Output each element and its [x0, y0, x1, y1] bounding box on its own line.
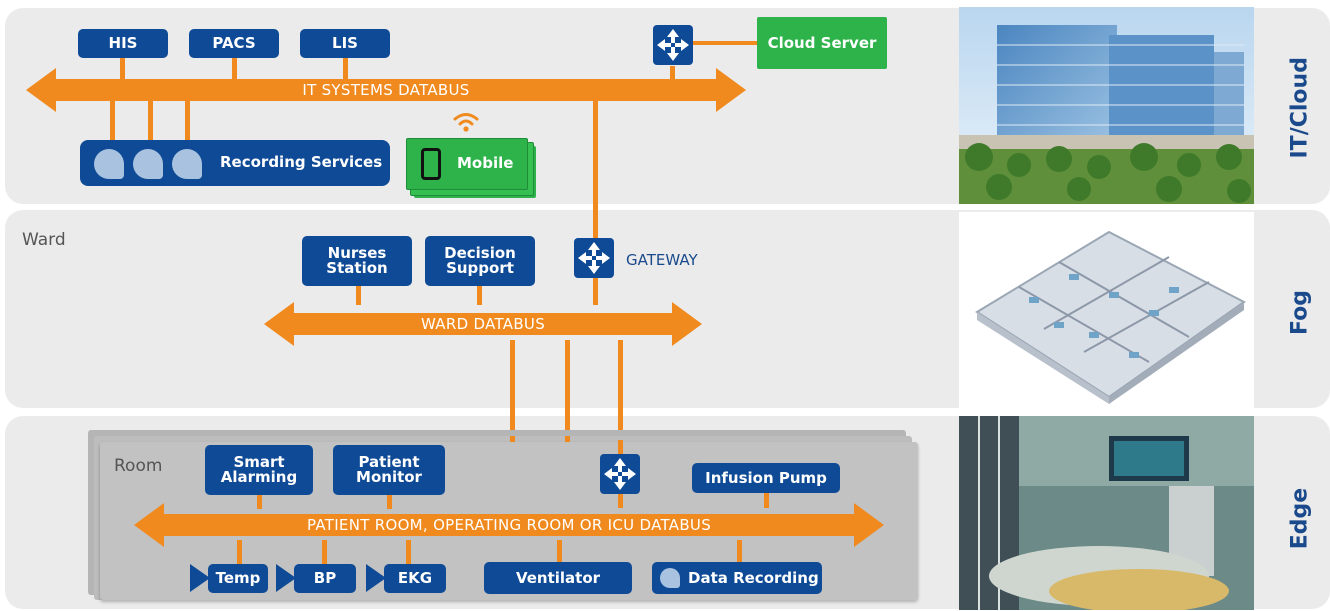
bp-box[interactable]: BP [294, 564, 356, 593]
nurses-station-box[interactable]: Nurses Station [302, 236, 412, 286]
recording-disk-icon-3 [172, 149, 202, 179]
ward-room-connector-1 [510, 340, 515, 438]
cloud-tier-label: IT/Cloud [1287, 57, 1313, 159]
it-systems-databus-label: IT SYSTEMS DATABUS [302, 81, 470, 99]
recording-connector-1 [110, 100, 115, 150]
it-ward-connector [593, 100, 598, 238]
data-recording-disk-icon [660, 568, 680, 588]
ekg-box[interactable]: EKG [384, 564, 446, 593]
temp-connector [237, 540, 242, 564]
fog-tier-label: Fog [1287, 290, 1313, 335]
his-box[interactable]: HIS [78, 29, 168, 58]
cloud-server-connector [690, 41, 758, 45]
ward-floorplan-image [959, 212, 1254, 408]
temp-box[interactable]: Temp [208, 564, 268, 593]
cloud-gateway-connector [670, 66, 675, 79]
monitor-connector [387, 493, 392, 509]
mobile-box[interactable]: Mobile [406, 138, 528, 190]
patient-monitor-box[interactable]: Patient Monitor [333, 445, 445, 495]
ward-room-connector-3 [618, 340, 623, 455]
ekg-connector [406, 540, 411, 564]
recording-connector-2 [148, 100, 153, 150]
lis-box[interactable]: LIS [300, 29, 390, 58]
recording-disk-icon-1 [94, 149, 124, 179]
decision-connector [477, 285, 482, 305]
cloud-server-box[interactable]: Cloud Server [757, 17, 887, 69]
it-systems-databus: IT SYSTEMS DATABUS [26, 68, 746, 112]
pacs-connector [232, 57, 237, 79]
patient-room-databus-label: PATIENT ROOM, OPERATING ROOM OR ICU DATA… [306, 516, 712, 534]
ventilator-box[interactable]: Ventilator [484, 562, 632, 594]
decision-support-line1: Decision [444, 244, 516, 262]
patient-room-databus: PATIENT ROOM, OPERATING ROOM OR ICU DATA… [134, 503, 884, 547]
edge-tier-label: Edge [1287, 487, 1313, 550]
cloud-gateway-icon [653, 25, 693, 65]
data-recording-label: Data Recording [688, 569, 819, 587]
room-top-connector-2 [565, 436, 570, 442]
smart-alarming-line2: Alarming [220, 468, 298, 486]
decision-support-line2: Support [446, 259, 514, 277]
icu-room-image [959, 416, 1254, 610]
decision-support-box[interactable]: Decision Support [425, 236, 535, 286]
room-title: Room [114, 456, 163, 476]
hospital-building-image [959, 7, 1254, 204]
ward-databus: WARD DATABUS [264, 302, 702, 346]
smart-connector [257, 493, 262, 509]
data-recording-connector [737, 540, 742, 564]
nurses-station-line1: Nurses [327, 244, 387, 262]
recording-disk-icon-2 [133, 149, 163, 179]
ward-room-connector-2 [565, 340, 570, 444]
patient-monitor-line1: Patient [358, 453, 420, 471]
infusion-connector [764, 490, 769, 508]
ward-title: Ward [22, 230, 66, 250]
temp-sensor-icon [190, 564, 210, 592]
room-gateway-icon [600, 454, 640, 494]
wifi-icon [452, 110, 480, 134]
his-connector [120, 57, 125, 79]
room-gateway-bus-connector [618, 492, 623, 508]
pacs-box[interactable]: PACS [189, 29, 279, 58]
patient-monitor-line2: Monitor [356, 468, 422, 486]
gateway-label: GATEWAY [626, 251, 698, 269]
gateway-ward-connector [593, 278, 598, 305]
room-top-connector-1 [510, 436, 515, 442]
nurses-station-line2: Station [326, 259, 388, 277]
recording-connector-3 [185, 100, 190, 150]
smart-alarming-line1: Smart [233, 453, 285, 471]
recording-services-label: Recording Services [220, 153, 383, 171]
recording-services-box[interactable]: Recording Services [80, 140, 390, 186]
room-gateway-connector [618, 440, 623, 456]
data-recording-box[interactable]: Data Recording [652, 562, 822, 594]
ward-gateway-icon [574, 238, 614, 278]
ekg-sensor-icon [366, 564, 386, 592]
infusion-pump-box[interactable]: Infusion Pump [692, 463, 840, 493]
ward-databus-label: WARD DATABUS [420, 315, 546, 333]
ventilator-connector [557, 540, 562, 564]
nurses-connector [356, 285, 361, 305]
phone-icon [421, 148, 441, 180]
bp-connector [322, 540, 327, 564]
mobile-label: Mobile [457, 154, 514, 172]
smart-alarming-box[interactable]: Smart Alarming [205, 445, 313, 495]
lis-connector [343, 57, 348, 79]
bp-sensor-icon [276, 564, 296, 592]
